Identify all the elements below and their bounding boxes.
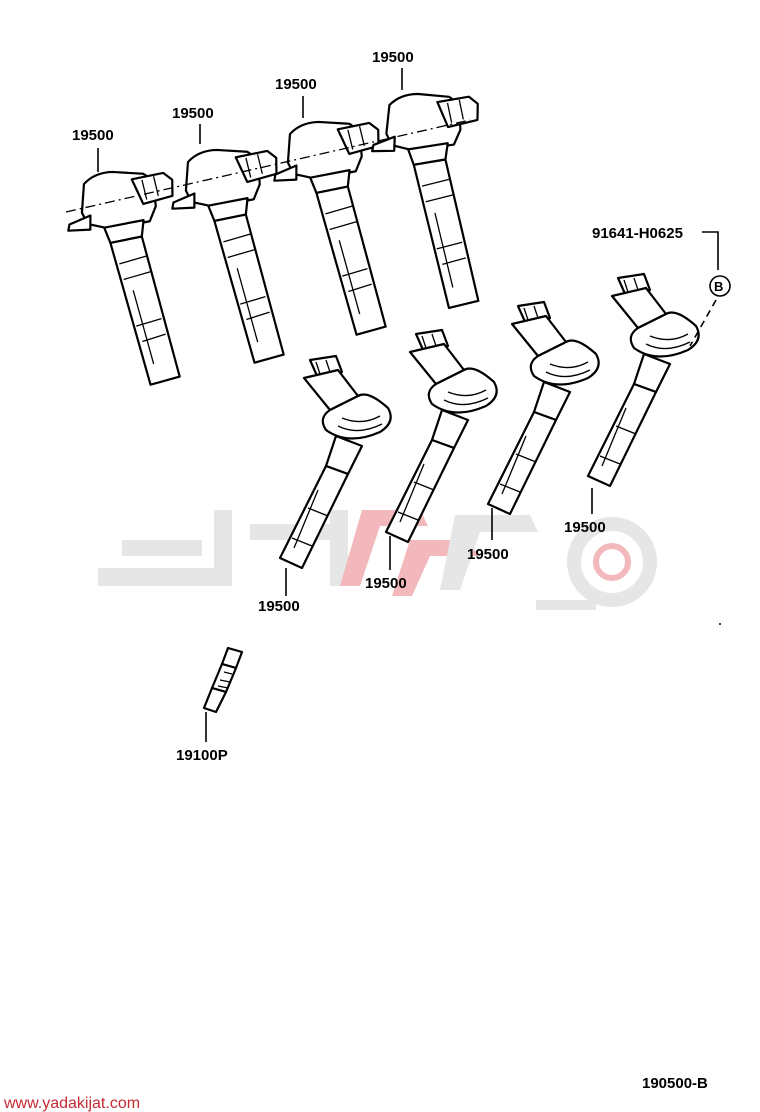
- label-spark-plug: 19100P: [176, 747, 228, 764]
- label-coil-bottom-3: 19500: [467, 546, 509, 563]
- ignition-coil-bottom-4: [586, 272, 700, 488]
- leader-lines: [97, 68, 719, 742]
- label-coil-top-2: 19500: [172, 105, 214, 122]
- reference-marker-circle: [709, 275, 731, 297]
- label-coil-bottom-1: 19500: [258, 598, 300, 615]
- ignition-coil-bottom-2: [384, 328, 498, 544]
- ignition-coil-top-1: [59, 162, 202, 395]
- figure-code: 190500-B: [642, 1075, 708, 1092]
- reference-marker-letter: B: [714, 279, 723, 294]
- label-coil-bottom-2: 19500: [365, 575, 407, 592]
- spark-plug: [202, 646, 244, 714]
- label-bolt: 91641-H0625: [592, 225, 683, 242]
- label-coil-bottom-4: 19500: [564, 519, 606, 536]
- label-coil-top-3: 19500: [275, 76, 317, 93]
- watermark-url: www.yadakijat.com: [3, 1095, 140, 1112]
- label-coil-top-1: 19500: [72, 127, 114, 144]
- ignition-coil-top-4: [365, 86, 500, 316]
- alignment-line: [65, 119, 471, 213]
- label-coil-top-4: 19500: [372, 49, 414, 66]
- ignition-coil-bottom-3: [486, 300, 600, 516]
